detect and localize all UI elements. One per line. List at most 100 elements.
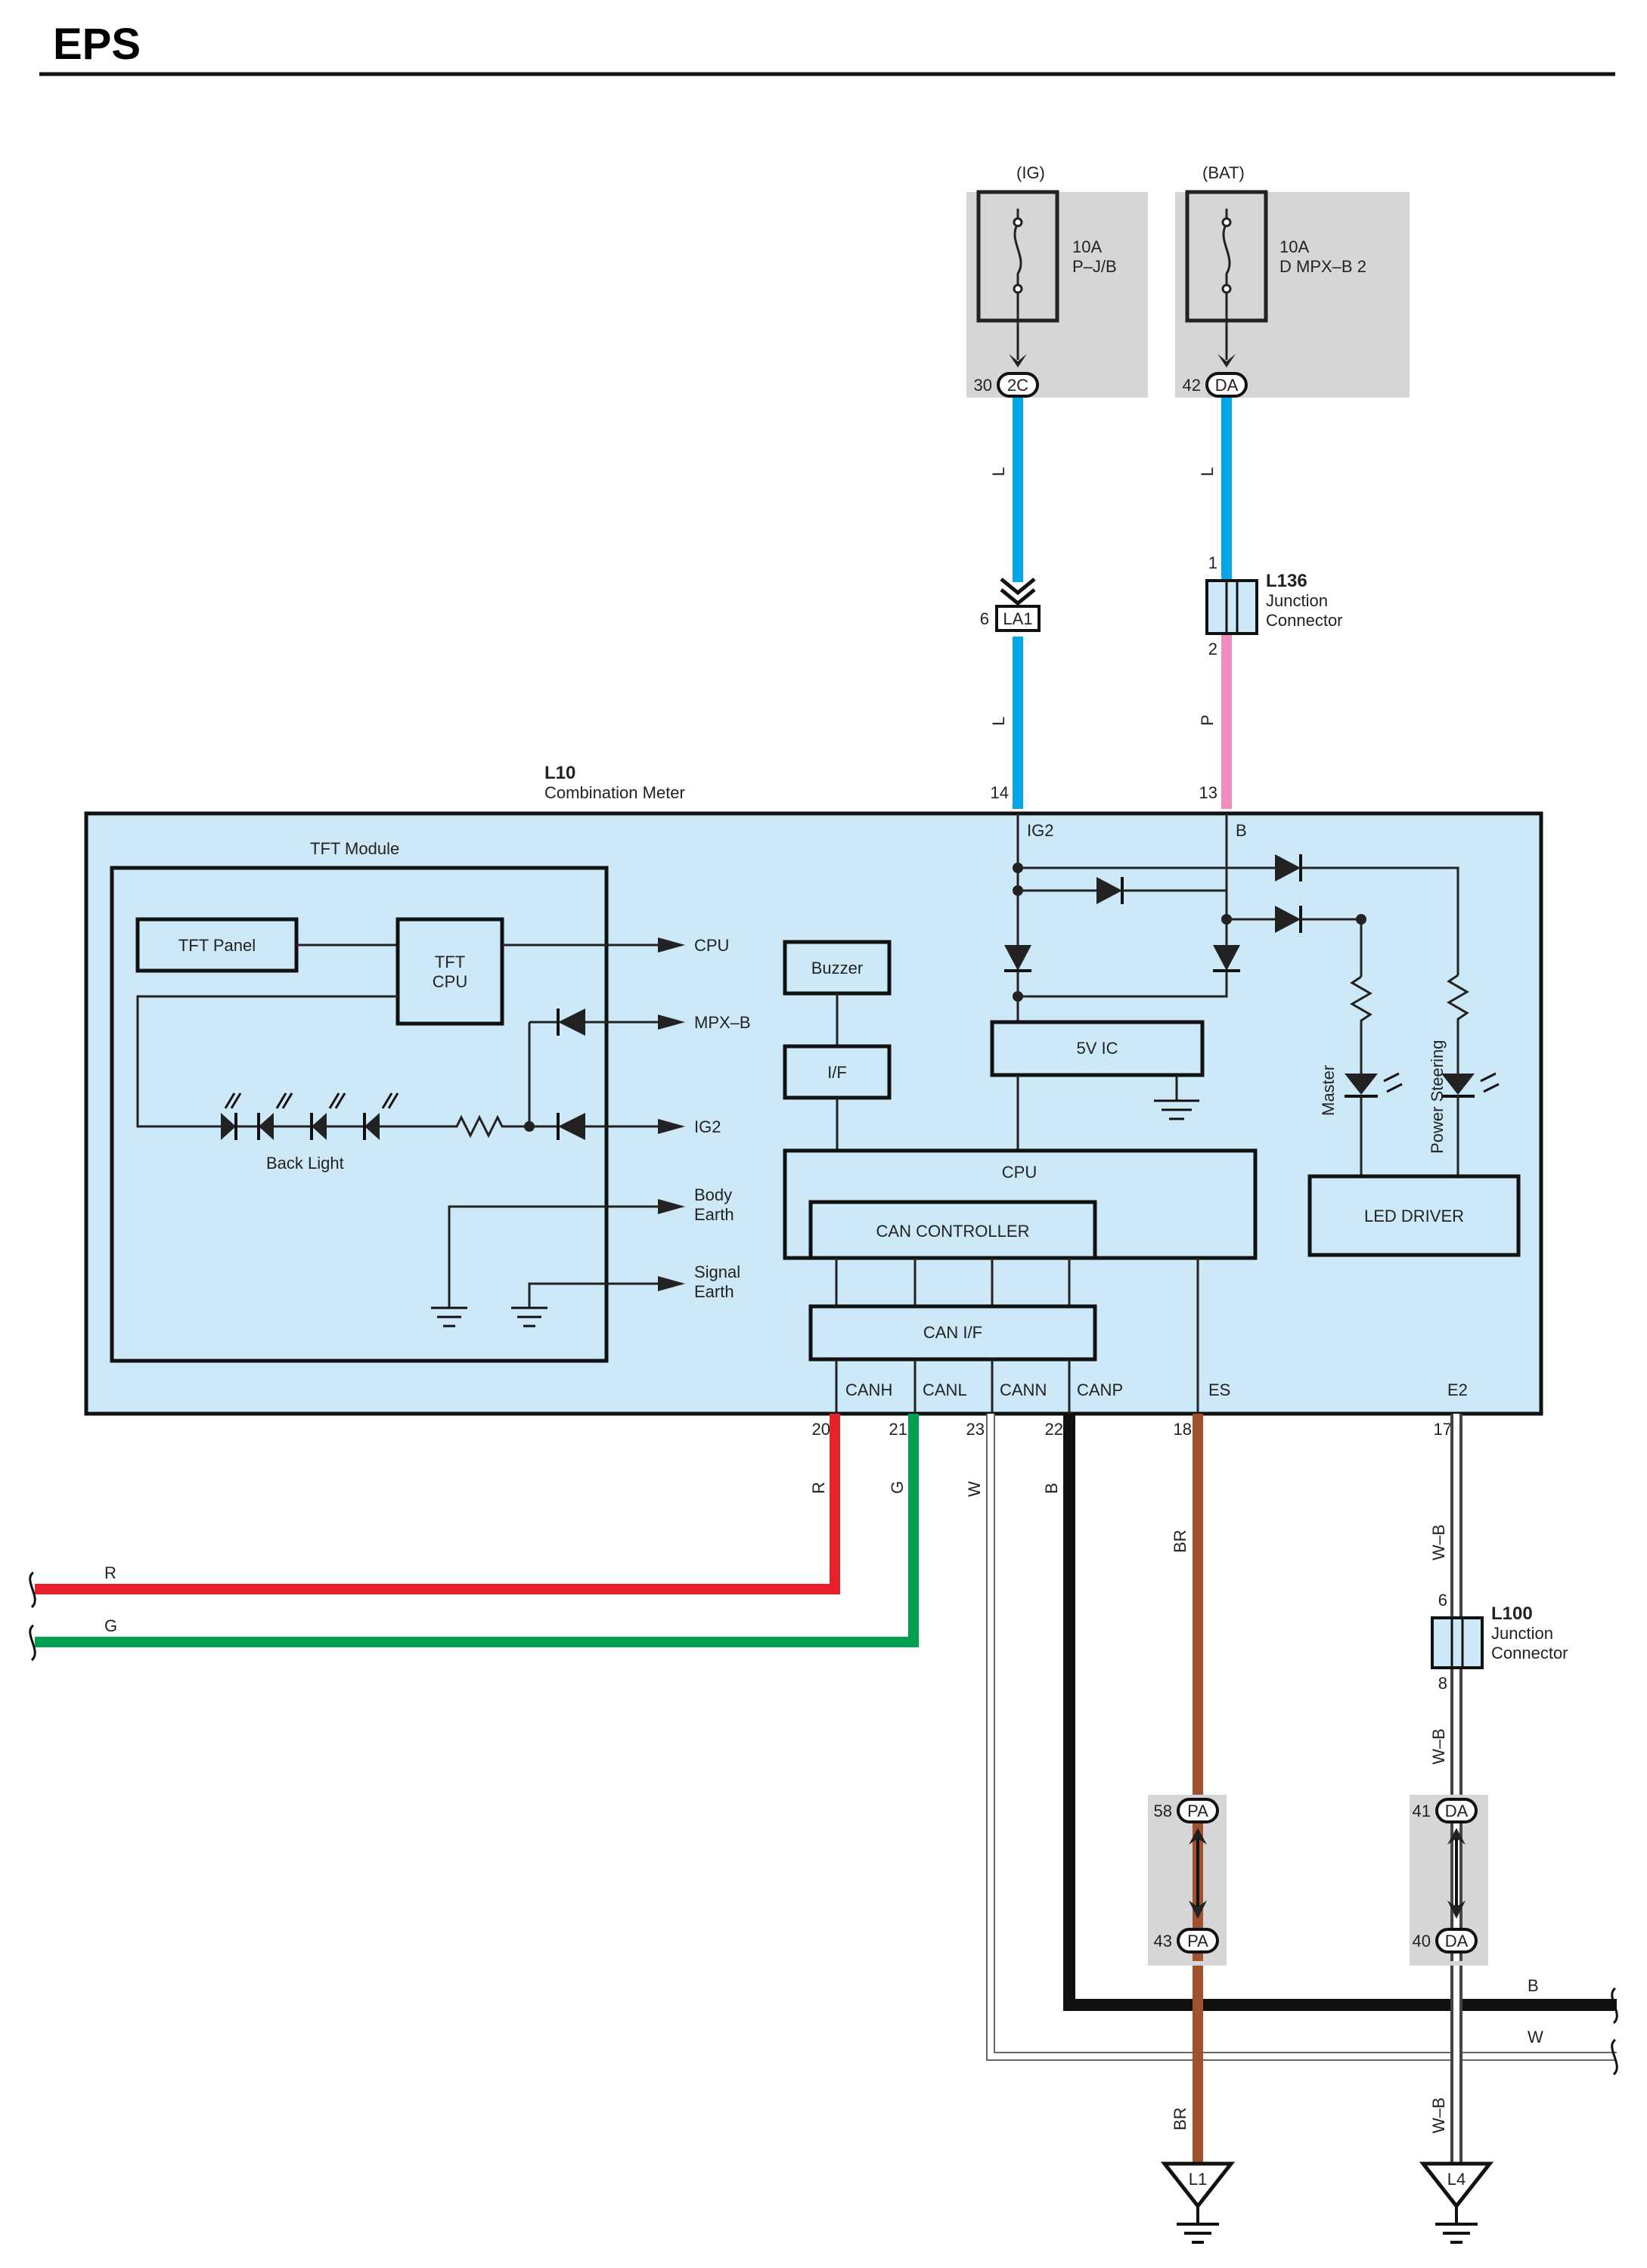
ground-icon — [1435, 2223, 1478, 2244]
ground-l1: L1 — [1160, 2161, 1236, 2244]
wire-br-lower — [1193, 1961, 1203, 2165]
svg-text:Buzzer: Buzzer — [811, 959, 863, 978]
wire-ig-lower-label: L — [989, 717, 1008, 726]
wire-wb — [1450, 1414, 1462, 2165]
fuse-bat-supply: (BAT) — [1202, 163, 1245, 182]
led-master-icon — [1345, 1074, 1378, 1095]
junction-l100-code: L100 — [1491, 1603, 1533, 1624]
wire-br-lower-label: BR — [1171, 2107, 1190, 2130]
wire-wb-mid-label: W–B — [1429, 1728, 1448, 1765]
back-light-label: Back Light — [266, 1154, 344, 1173]
svg-text:Connector: Connector — [1491, 1644, 1568, 1662]
wire-break-icon — [1611, 1987, 1618, 2076]
tft-cpu — [395, 917, 504, 1026]
wire-b-right-label: B — [1528, 1976, 1539, 1995]
svg-text:TFT Panel: TFT Panel — [178, 936, 256, 955]
wire-g — [35, 1414, 919, 1647]
terminal-e2: E2 — [1447, 1380, 1468, 1399]
ground-icon — [511, 1306, 547, 1328]
connector-pa-lower-pin: 43 — [1154, 1932, 1172, 1950]
wire-w-label: W — [965, 1481, 984, 1497]
diode-icon — [1096, 877, 1122, 904]
arrow-right-icon — [658, 937, 685, 953]
wire-b-label: B — [1042, 1483, 1061, 1494]
svg-text:TFT: TFT — [435, 953, 465, 971]
wire-ig-upper-label: L — [989, 467, 1008, 476]
junction-l100: 6 8 L100 Junction Connector — [1431, 1591, 1568, 1693]
svg-text:Connector: Connector — [1266, 611, 1343, 630]
five-v-ic — [990, 1020, 1205, 1077]
ground-icon — [1177, 2223, 1219, 2244]
fuse-bat-connector — [1205, 372, 1248, 398]
connector-da-upper-code: DA — [1445, 1802, 1469, 1820]
svg-text:I/F: I/F — [827, 1063, 847, 1082]
body-earth-2: Earth — [694, 1205, 734, 1224]
fuse-bat-pin: 42 — [1183, 376, 1201, 395]
combination-meter — [84, 811, 1543, 1416]
wire-bat-lower-label: P — [1198, 714, 1217, 726]
connector-la1: LA1 6 — [980, 578, 1041, 632]
meter-pin-b: 13 — [1199, 783, 1217, 802]
tft-module-label: TFT Module — [310, 839, 399, 858]
connector-pa-upper-pin: 58 — [1154, 1802, 1172, 1820]
junction-l136: 1 2 L136 Junction Connector — [1205, 553, 1343, 658]
svg-text:LED DRIVER: LED DRIVER — [1364, 1207, 1464, 1225]
wire-ig-upper — [1013, 398, 1023, 582]
can-if — [808, 1304, 1097, 1362]
wire-bat-lower — [1221, 634, 1232, 809]
svg-text:Junction: Junction — [1266, 591, 1328, 610]
svg-text:2C: 2C — [1007, 376, 1028, 395]
led-power-steering-icon — [1441, 1074, 1475, 1095]
page-title: EPS — [53, 20, 141, 69]
fuse-bat-background — [1175, 192, 1410, 398]
wire-r-left-label: R — [104, 1563, 116, 1582]
pin-20: 20 — [812, 1420, 830, 1439]
wire-b — [1063, 1414, 1617, 2011]
terminal-up-icon — [1189, 1828, 1207, 1845]
connector-da-lower-code: DA — [1445, 1932, 1469, 1950]
junction-l136-pin-out: 2 — [1208, 640, 1217, 658]
ground-l1-label: L1 — [1189, 2170, 1207, 2189]
wire-g-label: G — [888, 1481, 907, 1494]
diode-ig2-icon — [558, 1113, 585, 1140]
ground-l4-label: L4 — [1447, 2170, 1466, 2189]
wire-bat-upper — [1221, 398, 1232, 581]
signal-earth-1: Signal — [694, 1263, 740, 1281]
can-controller — [808, 1200, 1097, 1260]
diode-down-icon — [1213, 945, 1240, 971]
fuse-ig-supply: (IG) — [1016, 163, 1045, 182]
terminal-es: ES — [1208, 1380, 1230, 1399]
fuse-ig-name: P–J/B — [1072, 257, 1117, 276]
svg-text:CAN I/F: CAN I/F — [923, 1323, 982, 1342]
fuse-ig-terminal-icon — [1009, 354, 1027, 367]
pin-21: 21 — [889, 1420, 907, 1439]
svg-text:DA: DA — [1215, 376, 1239, 395]
svg-text:5V IC: 5V IC — [1076, 1039, 1118, 1058]
tft-sig-cpu: CPU — [694, 936, 729, 955]
wire-g-left-label: G — [104, 1616, 117, 1635]
meter-name: Combination Meter — [544, 783, 685, 802]
ground-l4: L4 — [1419, 2161, 1494, 2244]
resistor-icon — [1350, 975, 1372, 1074]
terminal-canh: CANH — [845, 1380, 892, 1399]
diode-icon — [1275, 854, 1301, 881]
wire-wb-lower-label: W–B — [1429, 2097, 1448, 2133]
svg-text:LA1: LA1 — [1003, 609, 1032, 628]
wire-br-label: BR — [1171, 1529, 1190, 1553]
connector-pa: PA 58 PA 43 — [1148, 1795, 1227, 1966]
led-master-label: Master — [1319, 1065, 1338, 1116]
connector-pa-upper-code: PA — [1187, 1802, 1208, 1820]
signal-earth-2: Earth — [694, 1282, 734, 1301]
svg-text:CPU: CPU — [433, 972, 467, 991]
led-driver — [1307, 1174, 1521, 1257]
meter-pin-ig2: 14 — [991, 783, 1009, 802]
resistor-icon — [1447, 974, 1469, 1074]
junction-l136-code: L136 — [1266, 571, 1307, 591]
fuse-bat: (BAT) 10A D MPX–B 2 DA 42 — [1175, 163, 1410, 398]
diode-icon — [1275, 906, 1301, 933]
fuse-bat-name: D MPX–B 2 — [1279, 257, 1366, 276]
ground-icon — [1154, 1099, 1199, 1120]
connector-da: DA 41 DA 40 — [1410, 1795, 1488, 1966]
connector-da-upper-pin: 41 — [1413, 1802, 1431, 1820]
